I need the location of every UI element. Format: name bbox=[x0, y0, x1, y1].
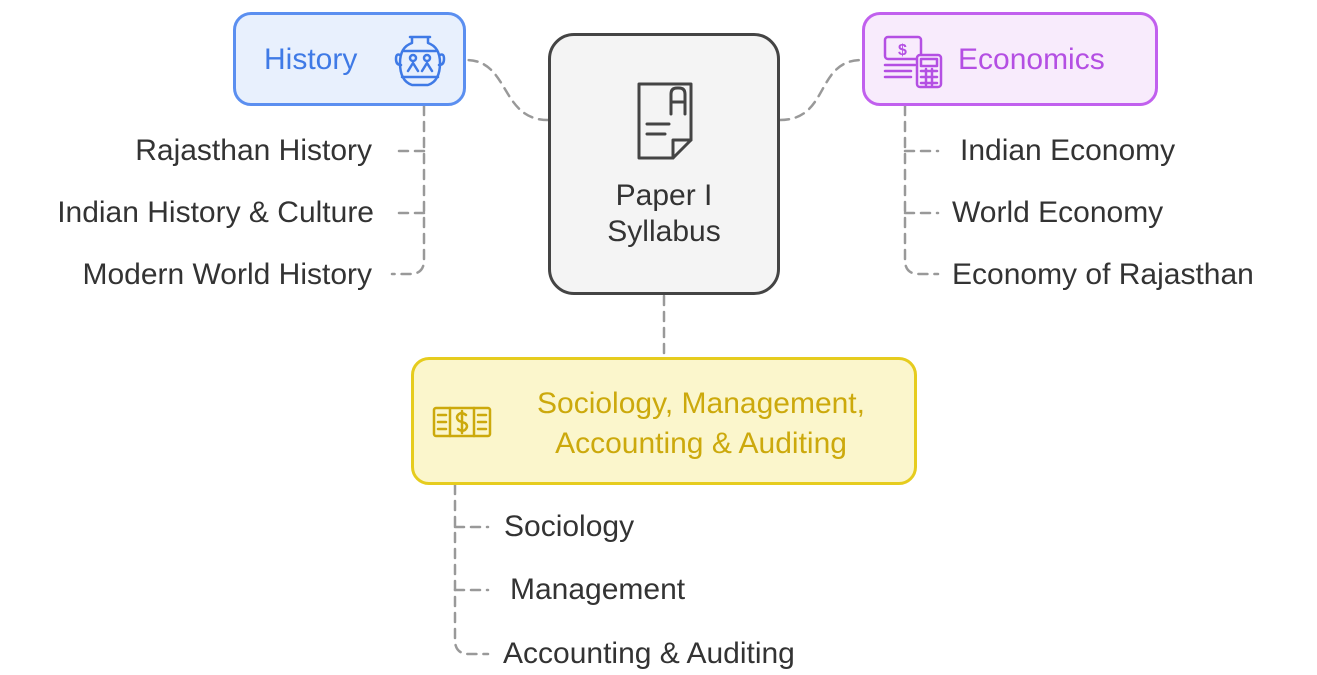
connector-history-trunk bbox=[390, 104, 426, 276]
sociology-item-2: Management bbox=[510, 573, 686, 606]
document-icon bbox=[637, 82, 693, 160]
center-title-line2: Syllabus bbox=[607, 215, 721, 248]
economics-item-2: World Economy bbox=[952, 196, 1164, 229]
connector-center-economics bbox=[778, 58, 864, 122]
center-node: Paper I Syllabus bbox=[548, 33, 780, 295]
vase-icon bbox=[394, 35, 446, 87]
svg-text:$: $ bbox=[898, 42, 907, 59]
economics-item-3: Economy of Rajasthan bbox=[952, 258, 1254, 291]
sociology-title-line1: Sociology, Management, bbox=[537, 387, 865, 420]
history-node: History bbox=[233, 12, 466, 106]
history-item-2: Indian History & Culture bbox=[57, 196, 374, 229]
economics-node: $ Economics bbox=[862, 12, 1158, 106]
history-item-1: Rajasthan History bbox=[135, 134, 372, 167]
economics-item-1: Indian Economy bbox=[960, 134, 1176, 167]
connector-center-history bbox=[464, 58, 550, 122]
economics-title: Economics bbox=[958, 43, 1105, 76]
sociology-item-3: Accounting & Auditing bbox=[503, 637, 795, 670]
cash-icon bbox=[432, 406, 492, 438]
center-title: Paper I Syllabus bbox=[551, 178, 777, 250]
connector-economics-trunk bbox=[903, 104, 940, 276]
money-calculator-icon: $ bbox=[883, 35, 943, 89]
history-item-3: Modern World History bbox=[82, 258, 372, 291]
center-title-line1: Paper I bbox=[615, 179, 713, 212]
sociology-title: Sociology, Management, Accounting & Audi… bbox=[498, 384, 904, 464]
sociology-title-line2: Accounting & Auditing bbox=[555, 427, 847, 460]
history-title: History bbox=[264, 43, 358, 76]
sociology-node: Sociology, Management, Accounting & Audi… bbox=[411, 357, 917, 485]
sociology-item-1: Sociology bbox=[504, 510, 635, 543]
connector-sociology-trunk bbox=[453, 483, 490, 656]
